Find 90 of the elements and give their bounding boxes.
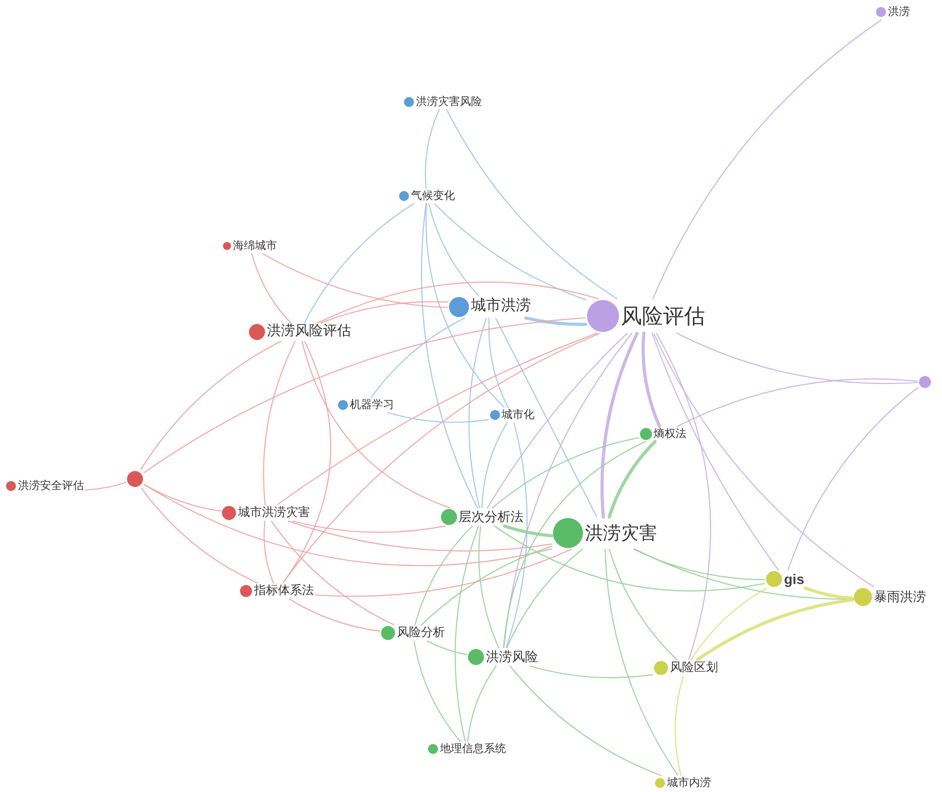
connection-line bbox=[428, 203, 480, 296]
connection-line bbox=[690, 588, 768, 661]
connection-line bbox=[446, 109, 618, 300]
connection-line bbox=[426, 640, 468, 656]
connection-line bbox=[421, 203, 478, 508]
connection-line bbox=[503, 524, 554, 538]
connection-line bbox=[804, 586, 854, 600]
connection-line bbox=[510, 665, 662, 776]
keyword-label: 气候变化 bbox=[411, 190, 455, 202]
keyword-label: 城市洪涝灾害 bbox=[238, 506, 310, 520]
keyword-label: 洪涝灾害 bbox=[585, 522, 657, 544]
connection-line bbox=[414, 640, 461, 742]
connection-line bbox=[302, 341, 450, 508]
keyword-label: 洪涝风险评估 bbox=[267, 324, 351, 340]
connection-line bbox=[503, 441, 646, 648]
connection-line bbox=[317, 282, 599, 324]
connection-line bbox=[262, 253, 448, 308]
keyword-label: 机器学习 bbox=[350, 398, 394, 412]
keyword-label: 熵权法 bbox=[654, 428, 686, 440]
connection-line bbox=[467, 666, 497, 742]
keyword-label: 洪涝灾害风险 bbox=[416, 96, 482, 108]
connection-line bbox=[288, 520, 552, 552]
connection-line bbox=[642, 332, 662, 428]
connection-line bbox=[652, 19, 882, 300]
connection-line bbox=[387, 412, 489, 423]
keyword-label: 洪涝安全评估 bbox=[18, 480, 84, 492]
connection-line bbox=[506, 422, 528, 648]
connection-line bbox=[524, 316, 588, 326]
keyword-label: 城市内涝 bbox=[667, 776, 711, 790]
connection-line bbox=[787, 386, 919, 571]
connection-line bbox=[656, 332, 712, 660]
connection-line bbox=[676, 378, 918, 428]
connection-line bbox=[288, 598, 380, 632]
connection-line bbox=[454, 526, 480, 742]
keyword-label: 洪涝 bbox=[888, 6, 910, 18]
connection-line bbox=[320, 301, 448, 324]
keyword-label: gis bbox=[784, 571, 804, 588]
connection-line bbox=[251, 253, 292, 324]
keyword-label: 暴雨洪涝 bbox=[874, 590, 926, 604]
keyword-label: 风险区划 bbox=[670, 661, 718, 675]
keyword-label: 地理信息系统 bbox=[440, 742, 506, 756]
connection-line bbox=[144, 317, 586, 474]
connection-line bbox=[414, 526, 473, 626]
connection-line bbox=[263, 340, 296, 506]
keyword-label: 洪涝风险 bbox=[486, 650, 538, 664]
connection-line bbox=[503, 332, 632, 648]
connection-line bbox=[608, 440, 657, 518]
connection-line bbox=[420, 546, 552, 626]
connection-line bbox=[486, 332, 628, 509]
connection-line bbox=[140, 488, 258, 584]
connection-line bbox=[304, 203, 415, 324]
keyword-label: 指标体系法 bbox=[254, 584, 314, 598]
keyword-label: 风险评估 bbox=[621, 304, 705, 328]
connection-line bbox=[140, 340, 282, 470]
connection-line bbox=[370, 318, 466, 398]
connection-line bbox=[424, 109, 440, 189]
connection-line bbox=[492, 437, 640, 508]
connection-line bbox=[282, 341, 332, 583]
connection-line bbox=[434, 203, 586, 300]
connection-line bbox=[676, 332, 918, 384]
connection-line bbox=[495, 318, 598, 518]
connection-line bbox=[84, 482, 127, 491]
connection-line bbox=[270, 520, 395, 626]
connection-line bbox=[292, 520, 446, 533]
connection-line bbox=[144, 484, 553, 566]
connection-line bbox=[600, 332, 639, 519]
connection-line bbox=[264, 520, 274, 584]
connection-line bbox=[506, 548, 583, 648]
connection-line bbox=[494, 525, 765, 592]
connection-line bbox=[478, 526, 500, 649]
connection-line bbox=[674, 676, 684, 776]
keyword-label: 城市洪涝 bbox=[471, 298, 531, 316]
keyword-label: 城市化 bbox=[502, 408, 534, 422]
connection-line bbox=[276, 332, 598, 506]
connection-line bbox=[144, 484, 222, 512]
connection-line bbox=[488, 318, 509, 408]
connection-line bbox=[529, 666, 654, 678]
connection-line bbox=[653, 333, 874, 588]
connection-line bbox=[633, 548, 766, 580]
connection-line bbox=[468, 318, 487, 509]
connection-line bbox=[426, 203, 505, 408]
keyword-label: 层次分析法 bbox=[458, 510, 524, 524]
connection-line bbox=[696, 598, 854, 662]
connection-line bbox=[604, 548, 678, 776]
connection-line bbox=[315, 548, 572, 597]
keyword-label: 海绵城市 bbox=[233, 240, 277, 252]
connection-line bbox=[608, 548, 678, 661]
connection-line bbox=[481, 422, 508, 508]
connection-line bbox=[651, 332, 779, 570]
keyword-label: 风险分析 bbox=[397, 626, 445, 640]
